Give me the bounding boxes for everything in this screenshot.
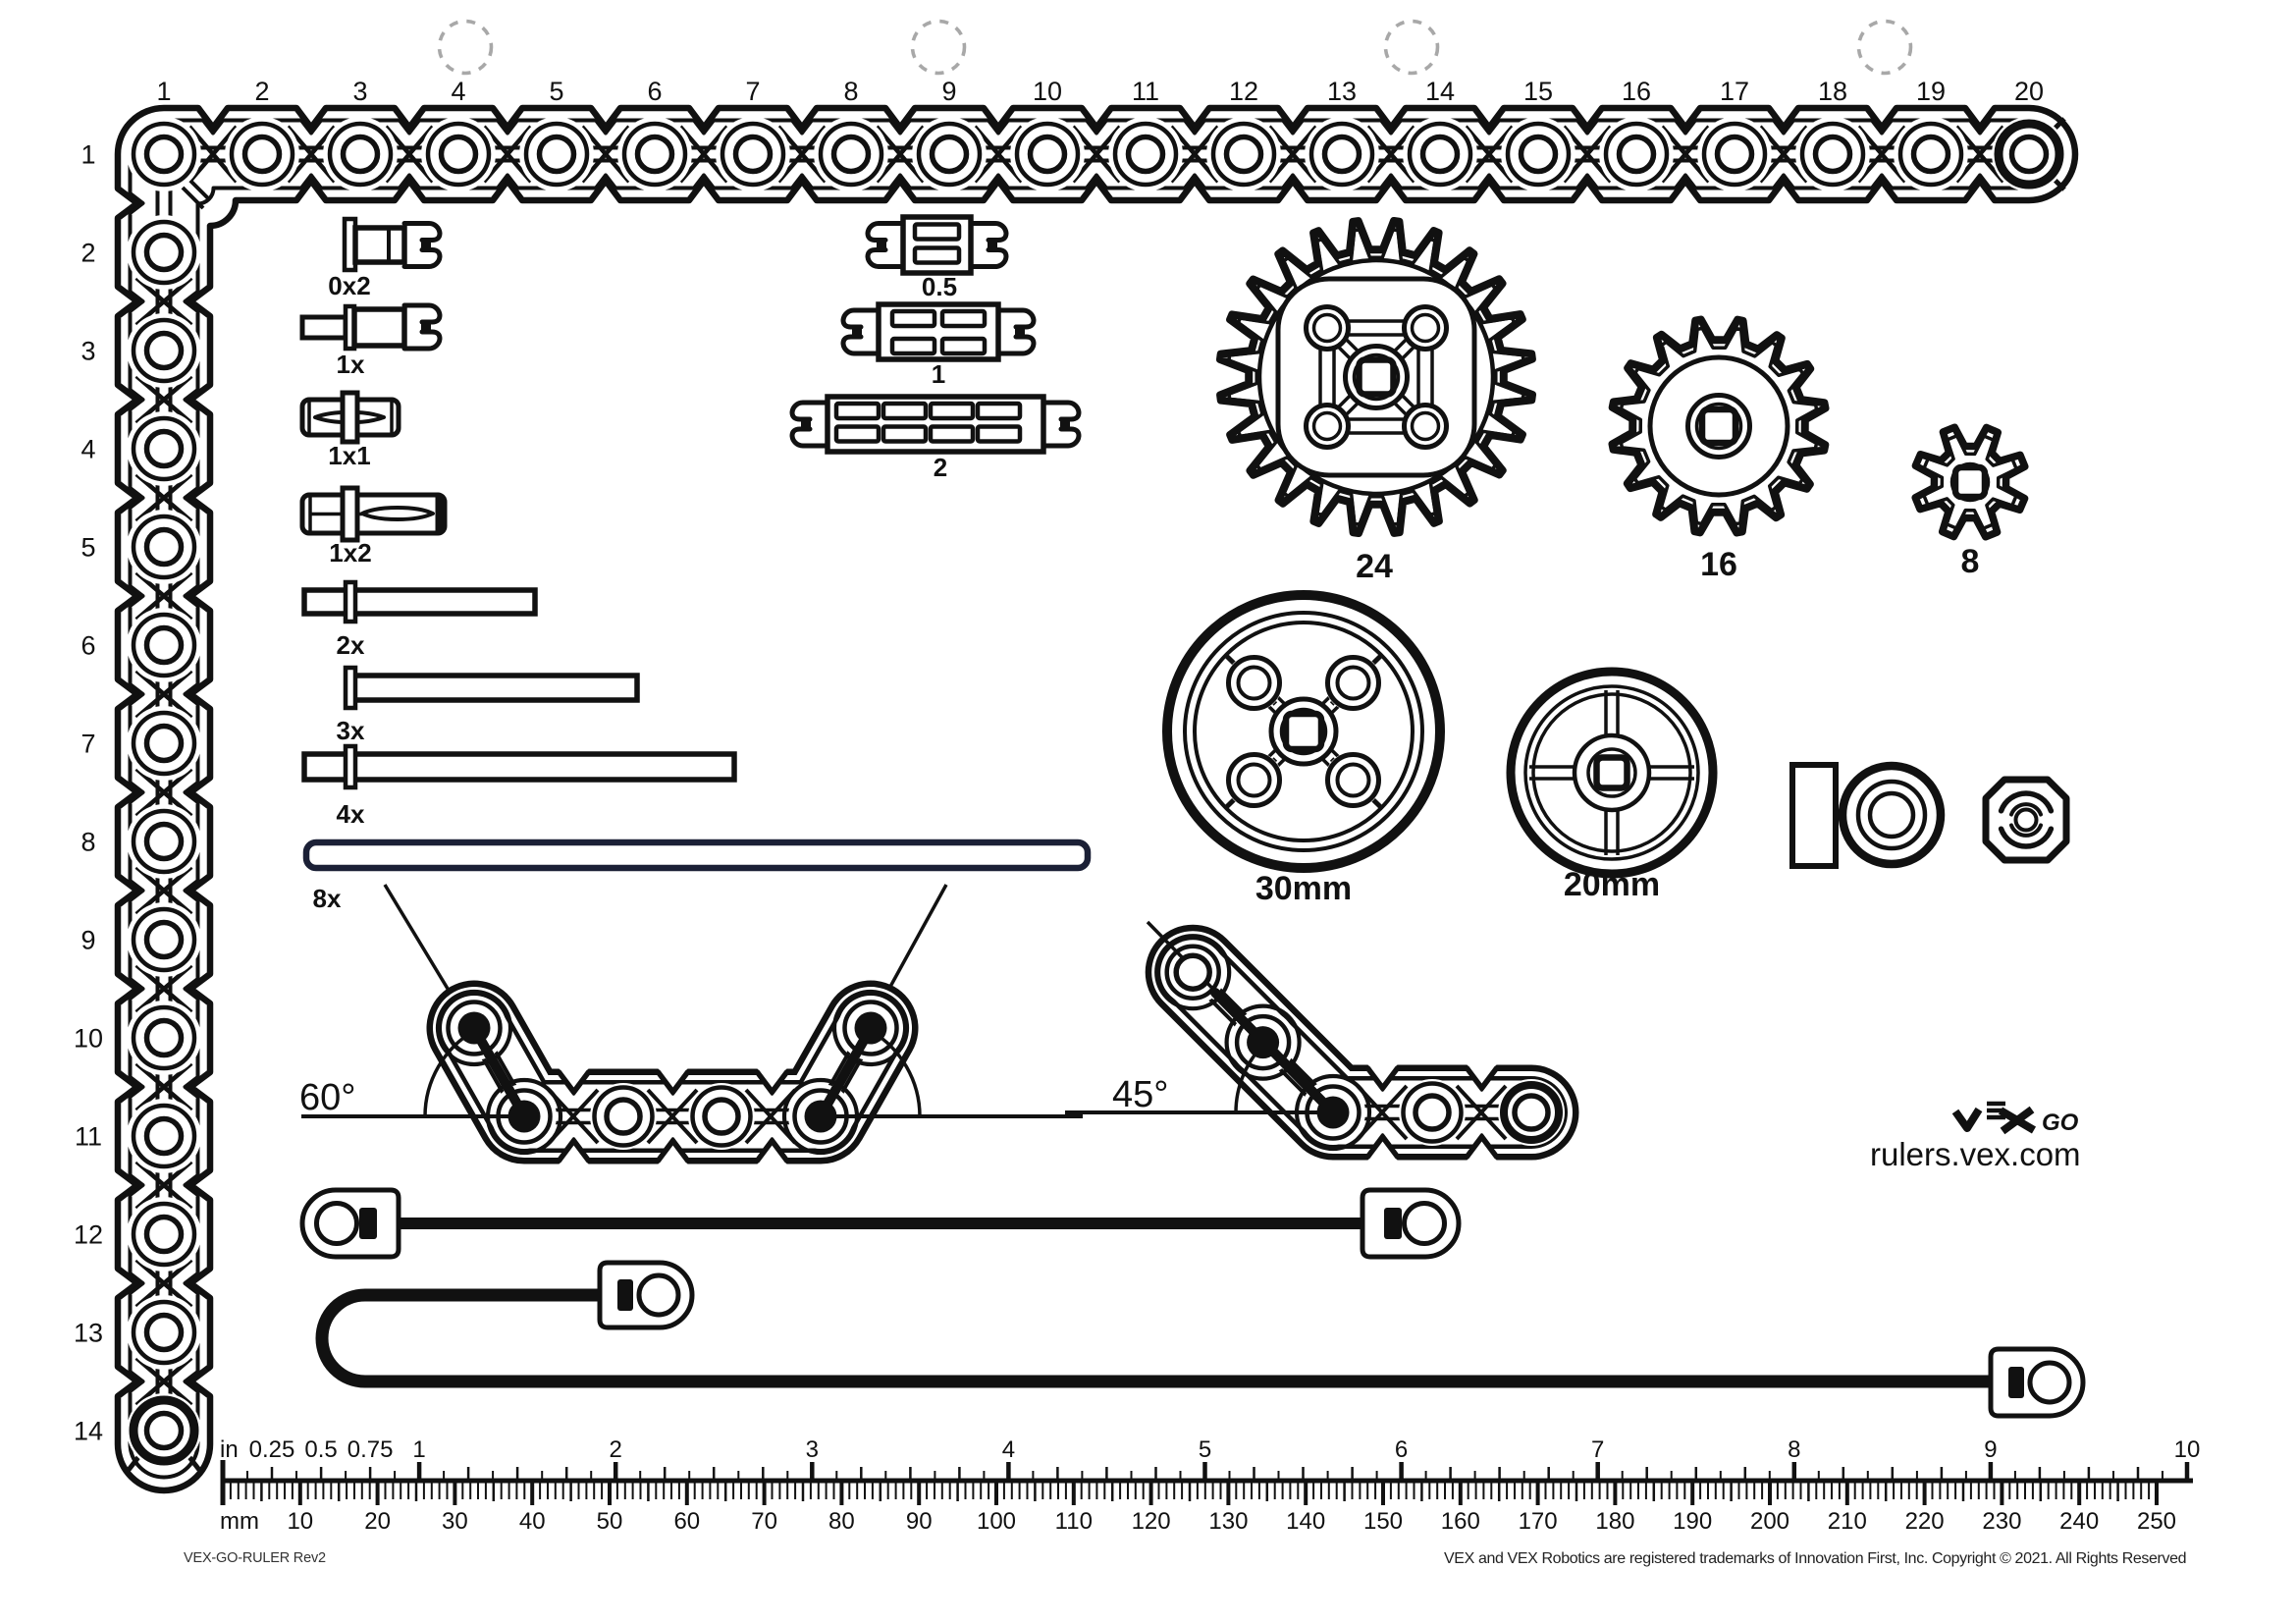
svg-text:8: 8 [1961, 543, 1980, 580]
svg-text:14: 14 [74, 1417, 103, 1446]
svg-text:1: 1 [80, 140, 95, 170]
svg-text:17: 17 [1720, 77, 1749, 106]
svg-text:6: 6 [647, 77, 662, 106]
svg-text:1: 1 [412, 1436, 425, 1463]
svg-text:12: 12 [74, 1220, 103, 1250]
svg-text:10: 10 [74, 1024, 103, 1054]
svg-text:4: 4 [451, 77, 465, 106]
svg-text:120: 120 [1132, 1508, 1171, 1535]
svg-text:6: 6 [1395, 1436, 1408, 1463]
svg-text:8: 8 [80, 828, 95, 857]
svg-text:7: 7 [745, 77, 760, 106]
svg-text:3: 3 [352, 77, 367, 106]
svg-text:10: 10 [1033, 77, 1062, 106]
svg-text:7: 7 [1591, 1436, 1604, 1463]
svg-text:12: 12 [1229, 77, 1258, 106]
svg-text:VEX and VEX Robotics are regis: VEX and VEX Robotics are registered trad… [1444, 1550, 2186, 1567]
svg-text:60: 60 [673, 1508, 700, 1535]
svg-text:0x2: 0x2 [328, 271, 370, 300]
svg-text:2: 2 [610, 1436, 622, 1463]
svg-text:170: 170 [1519, 1508, 1558, 1535]
svg-text:mm: mm [220, 1508, 259, 1535]
svg-text:70: 70 [751, 1508, 777, 1535]
svg-text:in: in [220, 1436, 239, 1463]
svg-text:16: 16 [1700, 546, 1737, 583]
svg-text:9: 9 [80, 926, 95, 955]
svg-text:5: 5 [80, 533, 95, 563]
svg-text:3: 3 [80, 337, 95, 366]
svg-text:9: 9 [1984, 1436, 1997, 1463]
svg-text:210: 210 [1828, 1508, 1867, 1535]
svg-text:220: 220 [1905, 1508, 1945, 1535]
svg-text:0.5: 0.5 [304, 1436, 337, 1463]
svg-text:GO: GO [2042, 1110, 2079, 1136]
svg-text:8: 8 [843, 77, 858, 106]
svg-text:3x: 3x [337, 716, 365, 745]
svg-text:130: 130 [1208, 1508, 1248, 1535]
svg-text:190: 190 [1673, 1508, 1712, 1535]
svg-text:40: 40 [519, 1508, 546, 1535]
svg-text:16: 16 [1622, 77, 1651, 106]
svg-text:240: 240 [2059, 1508, 2099, 1535]
svg-text:14: 14 [1425, 77, 1455, 106]
svg-text:200: 200 [1750, 1508, 1789, 1535]
svg-text:80: 80 [828, 1508, 855, 1535]
svg-text:30mm: 30mm [1255, 870, 1352, 907]
svg-text:18: 18 [1818, 77, 1847, 106]
svg-text:30: 30 [442, 1508, 468, 1535]
svg-text:3: 3 [806, 1436, 819, 1463]
svg-text:160: 160 [1441, 1508, 1480, 1535]
svg-text:140: 140 [1286, 1508, 1325, 1535]
svg-text:100: 100 [977, 1508, 1016, 1535]
svg-text:5: 5 [549, 77, 563, 106]
svg-text:15: 15 [1523, 77, 1553, 106]
svg-text:1x1: 1x1 [328, 441, 370, 470]
svg-text:20mm: 20mm [1564, 866, 1660, 903]
svg-text:13: 13 [1327, 77, 1357, 106]
svg-text:50: 50 [597, 1508, 623, 1535]
svg-text:4x: 4x [337, 799, 365, 829]
svg-text:11: 11 [1132, 77, 1159, 106]
svg-text:4: 4 [1002, 1436, 1015, 1463]
svg-text:250: 250 [2137, 1508, 2176, 1535]
svg-text:7: 7 [80, 730, 95, 759]
svg-text:24: 24 [1356, 548, 1393, 585]
svg-text:90: 90 [906, 1508, 933, 1535]
svg-text:11: 11 [75, 1122, 102, 1152]
svg-text:20: 20 [2014, 77, 2044, 106]
svg-text:5: 5 [1199, 1436, 1211, 1463]
svg-text:VEX-GO-RULER Rev2: VEX-GO-RULER Rev2 [184, 1550, 326, 1566]
svg-text:9: 9 [941, 77, 956, 106]
svg-text:2: 2 [254, 77, 269, 106]
svg-text:180: 180 [1595, 1508, 1634, 1535]
svg-text:4: 4 [80, 435, 95, 464]
svg-text:8x: 8x [313, 884, 342, 913]
svg-text:1x2: 1x2 [329, 538, 371, 568]
svg-text:230: 230 [1982, 1508, 2021, 1535]
svg-text:1: 1 [156, 77, 171, 106]
svg-text:10: 10 [287, 1508, 313, 1535]
svg-text:2: 2 [80, 239, 95, 268]
svg-text:20: 20 [364, 1508, 391, 1535]
svg-text:2x: 2x [337, 630, 365, 660]
svg-text:45°: 45° [1112, 1074, 1168, 1115]
svg-text:0.75: 0.75 [347, 1436, 394, 1463]
svg-text:110: 110 [1055, 1508, 1093, 1535]
svg-text:0.5: 0.5 [922, 272, 957, 301]
svg-text:19: 19 [1916, 77, 1946, 106]
svg-text:rulers.vex.com: rulers.vex.com [1870, 1136, 2081, 1172]
svg-text:0.25: 0.25 [249, 1436, 295, 1463]
svg-text:2: 2 [934, 453, 947, 482]
svg-text:150: 150 [1363, 1508, 1403, 1535]
svg-text:60°: 60° [299, 1077, 355, 1118]
svg-text:13: 13 [74, 1319, 103, 1348]
svg-text:1: 1 [932, 359, 945, 389]
svg-text:1x: 1x [337, 350, 365, 379]
svg-text:10: 10 [2174, 1436, 2201, 1463]
svg-text:6: 6 [80, 631, 95, 661]
svg-text:8: 8 [1788, 1436, 1800, 1463]
